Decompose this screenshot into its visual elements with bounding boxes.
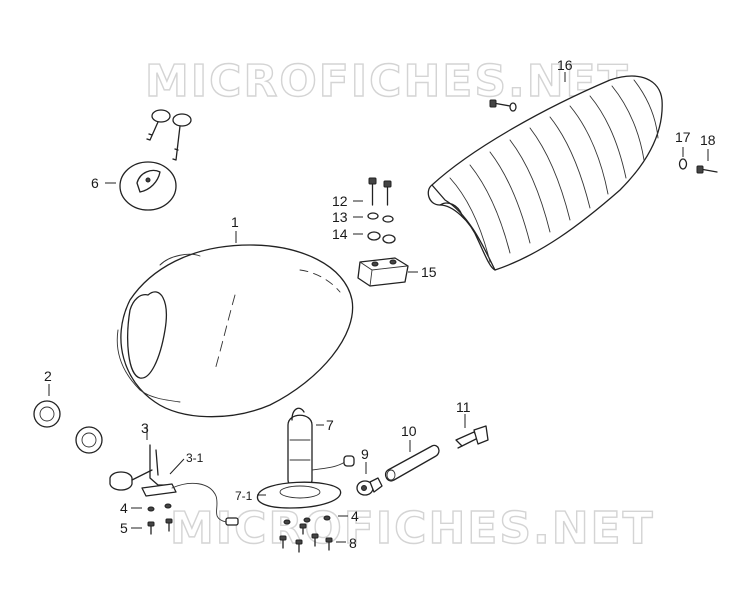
fitting-9 xyxy=(356,477,383,496)
label-3: 3 xyxy=(141,420,149,436)
elbow-11 xyxy=(455,425,489,449)
fuel-cap xyxy=(119,161,177,211)
watermark-top: MICROFICHES.NET xyxy=(145,56,630,107)
label-18: 18 xyxy=(700,132,716,148)
bolts-12 xyxy=(368,177,392,206)
label-15: 15 xyxy=(421,264,437,280)
label-11: 11 xyxy=(456,399,471,415)
rubber-block-15 xyxy=(357,257,409,287)
washers-4-left xyxy=(147,503,172,512)
label-4-left: 4 xyxy=(120,500,128,516)
label-14: 14 xyxy=(332,226,348,242)
label-1: 1 xyxy=(231,214,239,230)
fuel-sender-3 xyxy=(109,444,239,526)
screws-5 xyxy=(147,518,173,535)
label-8: 8 xyxy=(349,535,357,551)
screws-8 xyxy=(279,523,333,553)
label-7: 7 xyxy=(326,417,334,433)
keys xyxy=(146,109,192,161)
label-7-1: 7-1 xyxy=(235,489,253,503)
label-17: 17 xyxy=(675,129,691,145)
washers-4-right xyxy=(283,515,331,525)
watermark-bottom: MICROFICHES.NET xyxy=(170,503,655,554)
bolt-18 xyxy=(696,165,718,174)
label-16: 16 xyxy=(557,57,573,73)
label-3-1: 3-1 xyxy=(186,451,204,465)
grommets-2 xyxy=(33,400,103,454)
seat-front-bolt xyxy=(489,99,517,112)
label-10: 10 xyxy=(401,423,417,439)
seat xyxy=(427,75,663,271)
hose-10 xyxy=(384,444,440,482)
label-4-right: 4 xyxy=(351,508,359,524)
label-9: 9 xyxy=(361,446,369,462)
fuel-pump-7 xyxy=(256,407,355,509)
washer-17 xyxy=(678,158,688,170)
washers-13 xyxy=(367,212,394,223)
fuel-tank xyxy=(116,244,354,418)
label-6: 6 xyxy=(91,175,99,191)
label-2: 2 xyxy=(44,368,52,384)
label-5: 5 xyxy=(120,520,128,536)
label-13: 13 xyxy=(332,209,348,225)
label-12: 12 xyxy=(332,193,348,209)
rubbers-14 xyxy=(367,231,396,244)
